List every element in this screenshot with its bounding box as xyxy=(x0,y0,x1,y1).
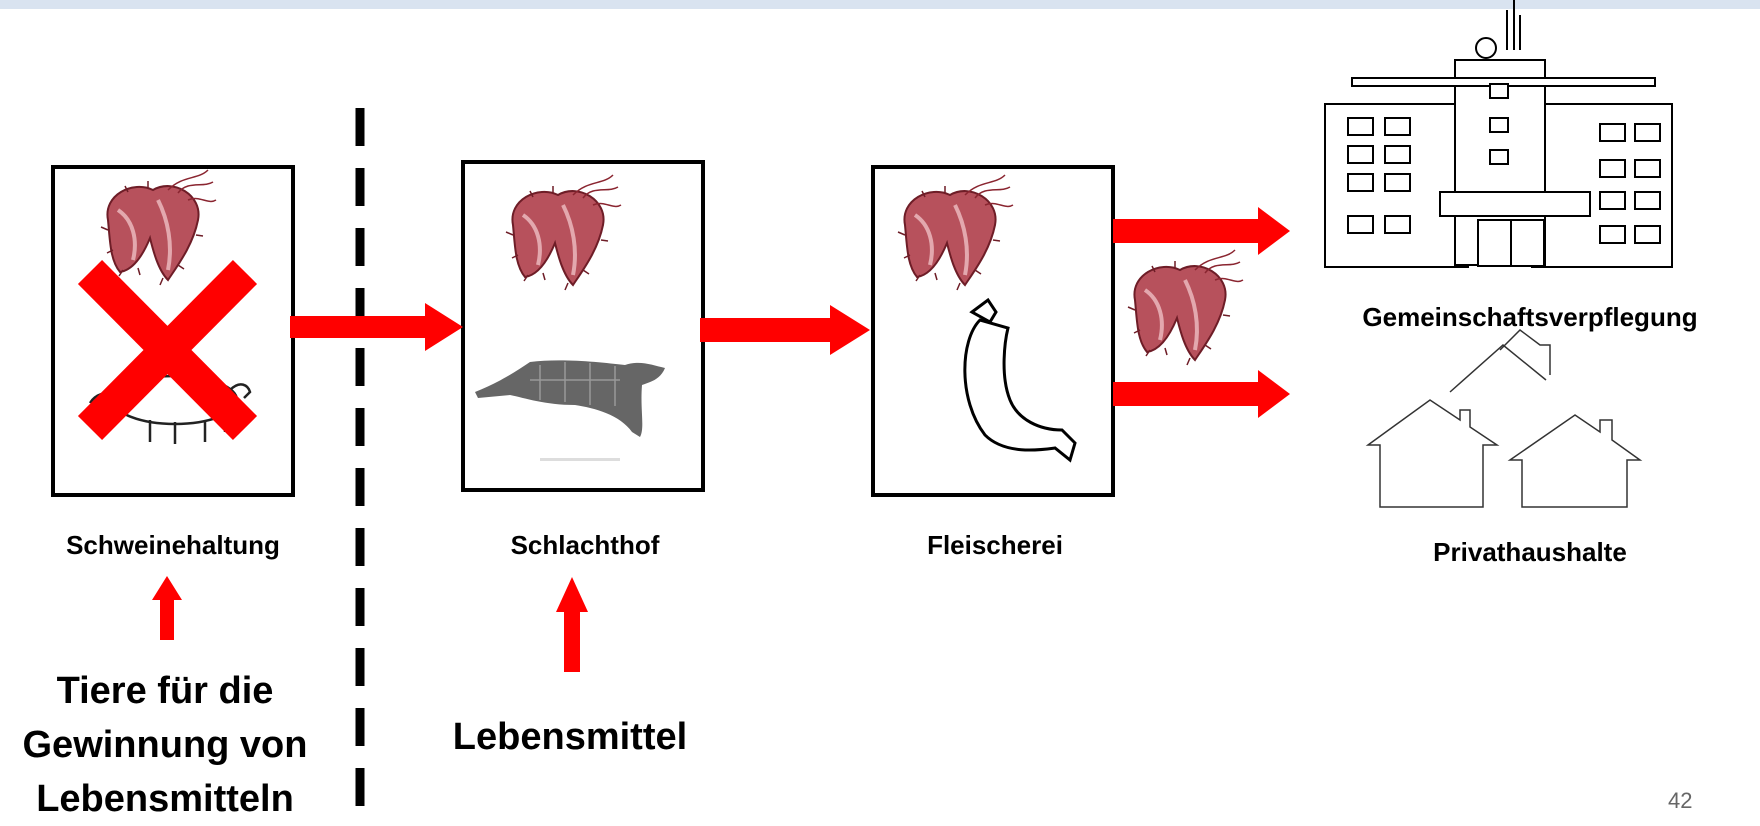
page-number: 42 xyxy=(1668,788,1692,814)
animals-note-line-1: Tiere für die xyxy=(0,664,330,718)
slaughterhouse-label: Schlachthof xyxy=(440,530,730,561)
building-icon xyxy=(1325,0,1672,267)
food-note: Lebensmittel xyxy=(420,710,720,764)
butchery-label: Fleischerei xyxy=(850,530,1140,561)
arrow-slaughter-to-butchery xyxy=(700,305,870,355)
animals-note: Tiere für die Gewinnung von Lebensmittel… xyxy=(0,664,330,826)
up-arrow-food xyxy=(556,577,588,672)
animals-note-line-3: Lebensmitteln xyxy=(0,772,330,826)
arrow-butchery-to-households xyxy=(1113,370,1290,418)
private-households-label: Privathaushalte xyxy=(1340,537,1720,568)
animals-note-line-2: Gewinnung von xyxy=(0,718,330,772)
arrow-butchery-to-catering xyxy=(1113,207,1290,255)
bacteria-icon xyxy=(1128,250,1243,365)
pig-farming-label: Schweinehaltung xyxy=(28,530,318,561)
house-icon xyxy=(1368,330,1640,507)
communal-catering-label: Gemeinschaftsverpflegung xyxy=(1320,302,1740,333)
up-arrow-animals xyxy=(152,576,182,640)
arrow-farm-to-slaughter xyxy=(290,303,463,351)
